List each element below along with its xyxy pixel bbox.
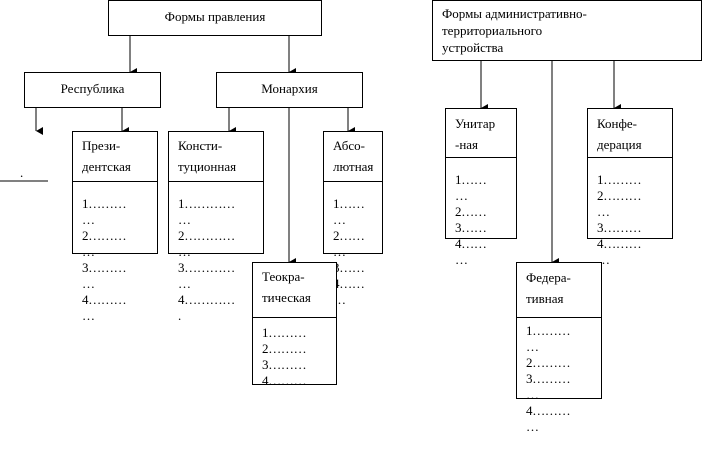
confederation-title: Конфе- дерация (597, 116, 642, 152)
list-item: … (526, 419, 539, 434)
list-item: 1……… (526, 323, 571, 338)
list-item: … (178, 244, 191, 259)
list-item: 2……… (526, 355, 571, 370)
forms-of-government-box: Формы правления (108, 0, 322, 36)
presidential-title: Прези- дентская (82, 138, 131, 174)
confederation-divider (588, 157, 672, 158)
constitutional-divider (169, 181, 263, 182)
federal-title: Федера- тивная (526, 270, 571, 306)
theocratic-box: Теокра- тическая 1………2………3………4……… (252, 262, 337, 388)
unitary-title: Унитар -ная (455, 116, 496, 152)
monarchy-box: Монархия (216, 72, 363, 108)
constitutional-title: Консти- туционная (178, 138, 237, 174)
list-item: 3…… (455, 220, 487, 235)
list-item: … (178, 212, 191, 227)
presidential-items: 1…………2…………3…………4………… (82, 196, 127, 324)
constitutional-items: 1……………2……………3……………4…………. (178, 196, 235, 324)
list-item: . (178, 308, 181, 323)
federal-divider (517, 317, 601, 318)
list-item: … (333, 244, 346, 259)
list-item: 1…… (455, 172, 487, 187)
list-item: … (526, 339, 539, 354)
absolute-box: Абсо- лютная (323, 131, 383, 254)
list-item: … (455, 188, 468, 203)
theocratic-title: Теокра- тическая (262, 269, 311, 305)
confederation-items: 1………2…………3………4………… (597, 172, 642, 268)
list-item: … (82, 276, 95, 291)
list-item: 3……… (82, 260, 127, 275)
federal-box: Федера- тивная (516, 262, 602, 399)
list-item: 2…… (333, 228, 365, 243)
list-item: … (82, 308, 95, 323)
forms-of-government-label: Формы правления (164, 9, 266, 24)
list-item: … (597, 204, 610, 219)
left-branch-dot: . (20, 165, 24, 180)
list-item: 3………… (178, 260, 236, 275)
list-item: 1……… (82, 196, 127, 211)
list-item: 1…… (333, 196, 365, 211)
territorial-structure-label: Формы административно- территориального … (442, 6, 587, 55)
confederation-box: Конфе- дерация (587, 108, 673, 239)
list-item: 4………… (178, 292, 236, 307)
list-item: 3…… (333, 260, 365, 275)
list-item: 1………… (178, 196, 236, 211)
list-item: 2………… (178, 228, 236, 243)
absolute-divider (324, 181, 382, 182)
list-item: … (455, 252, 468, 267)
monarchy-label: Монархия (261, 81, 318, 96)
constitutional-box: Консти- туционная (168, 131, 264, 254)
list-item: … (333, 212, 346, 227)
theocratic-items: 1………2………3………4……… (262, 325, 307, 389)
list-item: … (526, 387, 539, 402)
unitary-items: 1………2……3……4……… (455, 172, 487, 268)
list-item: 3……… (597, 220, 642, 235)
list-item: 4……… (597, 236, 642, 251)
list-item: 2…… (455, 204, 487, 219)
list-item: 3……… (526, 371, 571, 386)
list-item: … (333, 292, 346, 307)
list-item: … (597, 252, 610, 267)
unitary-divider (446, 157, 516, 158)
list-item: … (82, 212, 95, 227)
list-item: 4……… (262, 373, 307, 388)
presidential-divider (73, 181, 157, 182)
presidential-box: Прези- дентская (72, 131, 158, 254)
unitary-box: Унитар -ная (445, 108, 517, 239)
list-item: 2……… (262, 341, 307, 356)
absolute-title: Абсо- лютная (333, 138, 374, 174)
list-item: 4…… (455, 236, 487, 251)
list-item: 4……… (82, 292, 127, 307)
list-item: 2……… (82, 228, 127, 243)
theocratic-divider (253, 317, 336, 318)
absolute-items: 1………2………3……4……… (333, 196, 365, 308)
republic-box: Республика (24, 72, 161, 108)
list-item: … (178, 276, 191, 291)
list-item: 1……… (262, 325, 307, 340)
list-item: 4……… (526, 403, 571, 418)
republic-label: Республика (60, 81, 125, 96)
list-item: … (82, 244, 95, 259)
list-item: 4…… (333, 276, 365, 291)
list-item: 1……… (597, 172, 642, 187)
list-item: 3……… (262, 357, 307, 372)
territorial-structure-box: Формы административно- территориального … (432, 0, 702, 61)
list-item: 2……… (597, 188, 642, 203)
federal-items: 1…………2………3…………4………… (526, 323, 571, 435)
